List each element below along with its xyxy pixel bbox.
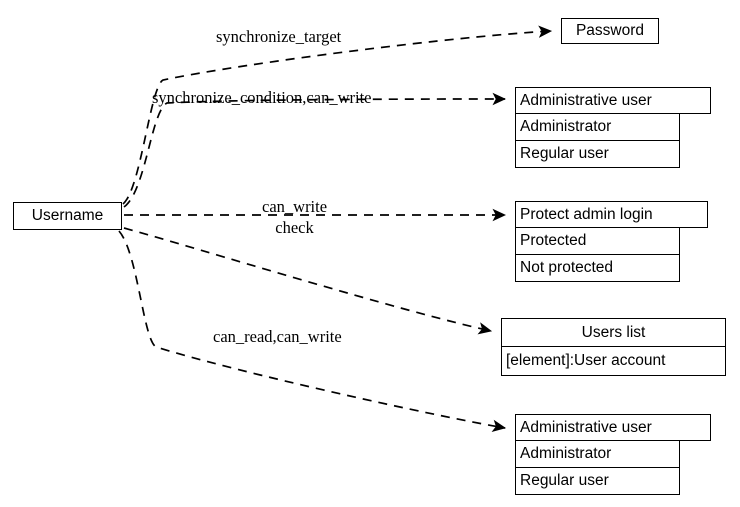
record-header[interactable]: Protect admin login <box>515 201 708 228</box>
record-header[interactable]: Administrative user <box>515 87 711 114</box>
record-row-label: [element]:User account <box>506 352 666 369</box>
record-header[interactable]: Users list <box>501 318 726 347</box>
record-row[interactable]: Administrator <box>515 441 680 468</box>
record-row[interactable]: Protected <box>515 228 680 255</box>
node-administrative-user-bottom[interactable]: Administrative user Administrator Regula… <box>515 414 711 495</box>
record-header-label: Protect admin login <box>520 205 653 223</box>
edge-label-synchronize-condition-can-write: synchronize_condition,can_write <box>152 89 371 106</box>
node-username[interactable]: Username <box>13 202 122 230</box>
edge-users-list <box>123 227 493 335</box>
record-row-label: Regular user <box>520 145 609 162</box>
edge-label-text: can_read,can_write <box>213 327 342 346</box>
record-row-label: Administrator <box>520 445 612 462</box>
node-password-label: Password <box>575 22 645 39</box>
edge-label-synchronize-target: synchronize_target <box>216 28 341 45</box>
record-row-label: Regular user <box>520 472 609 489</box>
edge-label-text: synchronize_target <box>216 27 342 46</box>
node-users-list[interactable]: Users list [element]:User account <box>501 318 726 376</box>
edge-label-text-line2: check <box>275 218 314 238</box>
edge-synchronize-target <box>122 25 553 205</box>
record-header-label: Administrative user <box>520 91 652 109</box>
node-username-label: Username <box>31 207 104 224</box>
edge-label-can-read-can-write: can_read,can_write <box>213 328 342 345</box>
record-row[interactable]: Administrator <box>515 114 680 141</box>
node-protect-admin-login[interactable]: Protect admin login Protected Not protec… <box>515 201 708 282</box>
record-row-label: Not protected <box>520 259 614 276</box>
edge-label-can-write-check: can_write check <box>262 198 327 237</box>
edge-label-text-line1: can_write <box>262 197 328 216</box>
edge-synchronize-condition-can-write <box>123 92 507 208</box>
record-header[interactable]: Administrative user <box>515 414 711 441</box>
record-row-label: Protected <box>520 232 587 249</box>
record-row[interactable]: Regular user <box>515 141 680 168</box>
edge-can-read-can-write <box>118 230 507 433</box>
node-administrative-user-top[interactable]: Administrative user Administrator Regula… <box>515 87 711 168</box>
record-row[interactable]: Not protected <box>515 255 680 282</box>
record-row[interactable]: [element]:User account <box>501 347 726 376</box>
record-row-label: Administrator <box>520 118 612 135</box>
record-header-label: Administrative user <box>520 418 652 436</box>
record-header-label: Users list <box>581 323 646 341</box>
edge-label-text: synchronize_condition,can_write <box>152 88 372 107</box>
record-row[interactable]: Regular user <box>515 468 680 495</box>
node-password[interactable]: Password <box>561 18 659 44</box>
